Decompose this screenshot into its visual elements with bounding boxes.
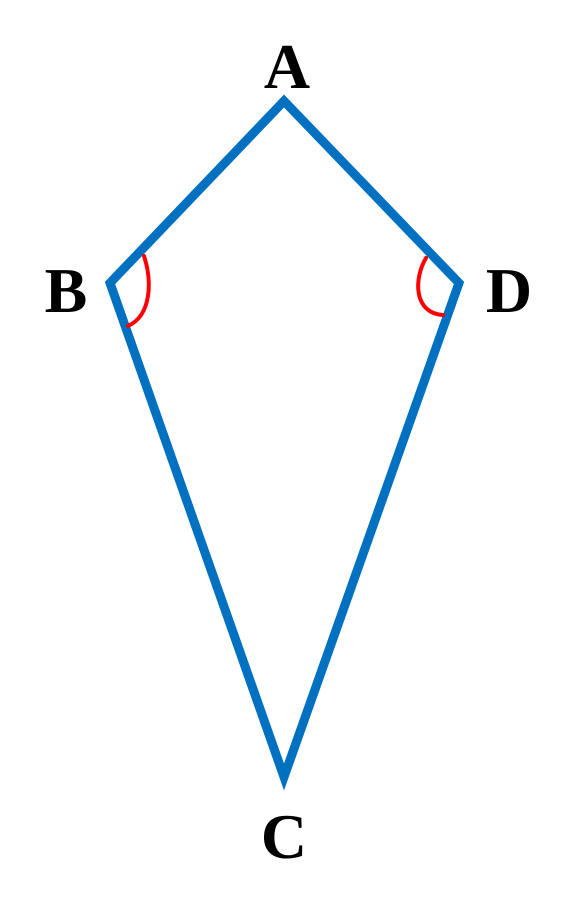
kite-outline [104,94,465,791]
vertex-label-a: A [264,31,310,102]
vertex-label-d: D [486,255,532,326]
angle-mark-d [416,256,445,317]
vertex-label-b: B [45,255,88,326]
angle-mark-b [126,254,151,328]
vertex-label-c: C [261,801,307,872]
